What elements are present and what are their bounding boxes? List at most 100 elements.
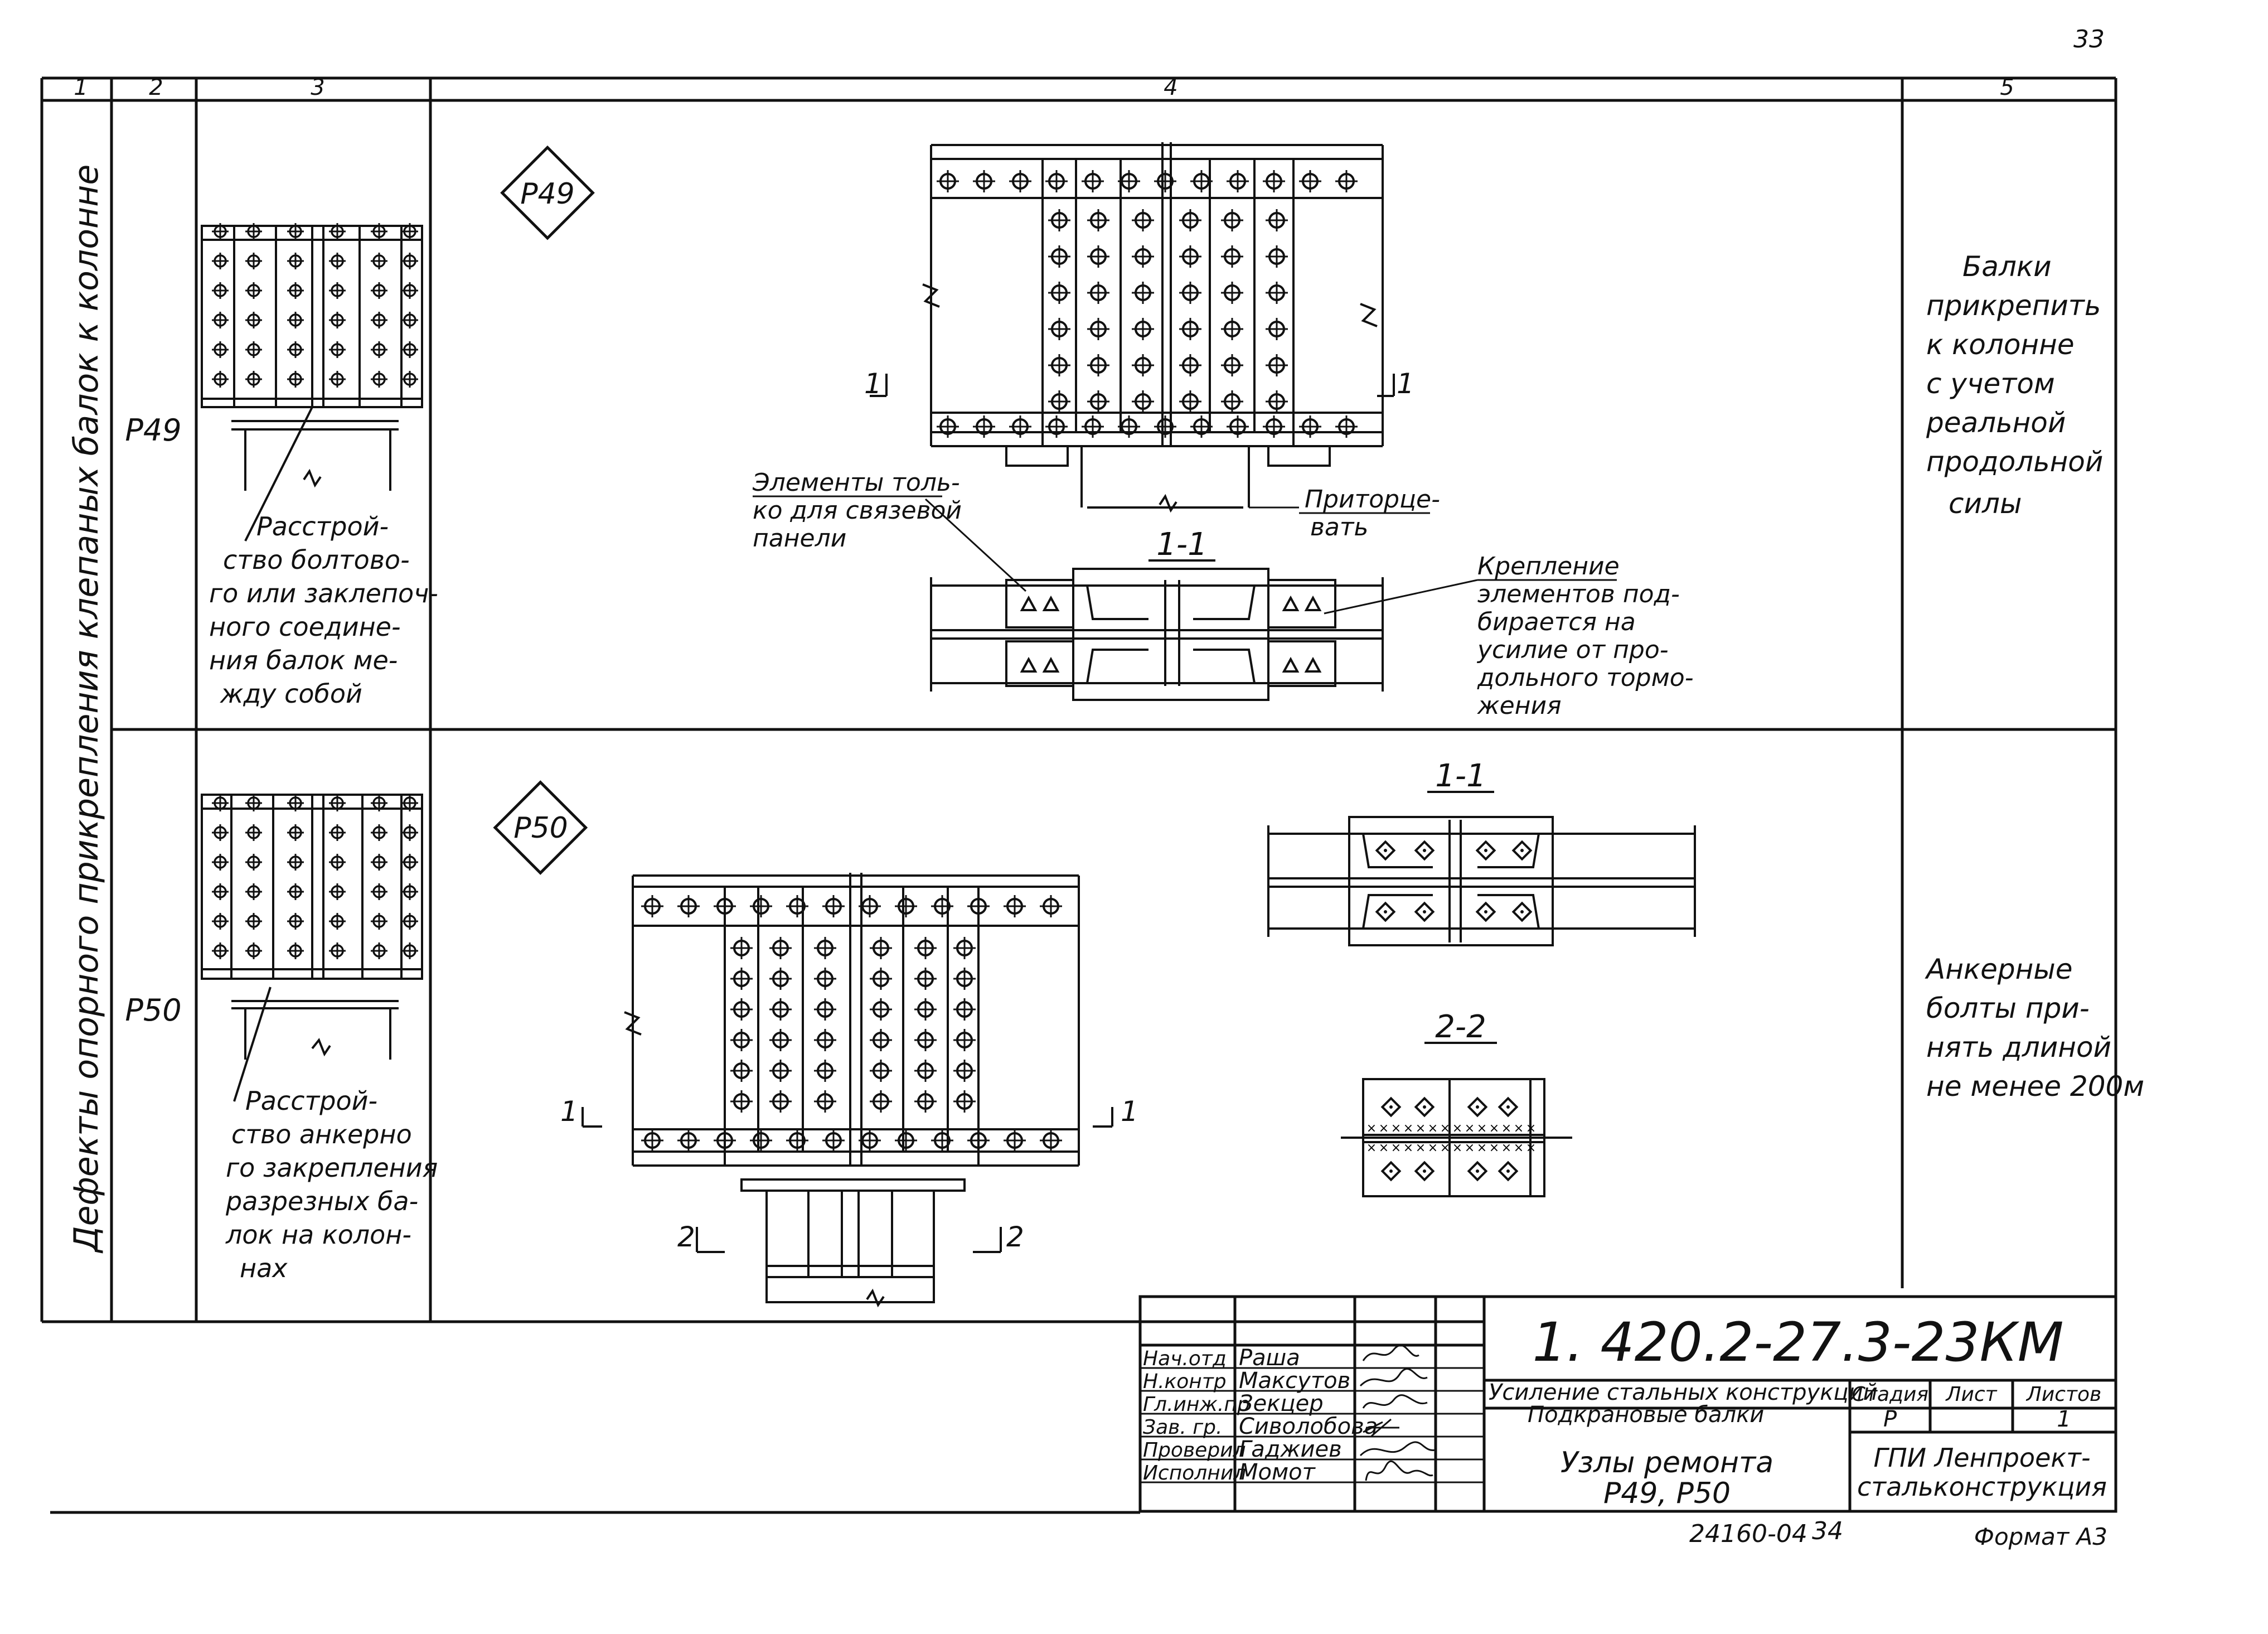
bolt-icon: [869, 1058, 893, 1083]
bolt-icon: [813, 1089, 837, 1114]
bolt-icon: [370, 823, 389, 842]
bolt-icon: [244, 941, 263, 960]
weld-mark: ×: [1501, 1141, 1511, 1155]
bolt-icon: [813, 997, 837, 1022]
fastener-icon: [1476, 902, 1496, 922]
bolt-icon: [729, 936, 754, 960]
svg-text:го или заклепоч-: го или заклепоч-: [209, 578, 438, 608]
bolt-icon: [768, 1089, 793, 1114]
bolt-icon: [400, 370, 419, 389]
bolt-icon: [370, 252, 389, 270]
bolt-icon: [1178, 244, 1203, 269]
bolt-icon: [244, 853, 263, 872]
bolt-icon: [244, 823, 263, 842]
svg-text:Анкерные: Анкерные: [1925, 953, 2073, 985]
handwritten-signatures: [1359, 1344, 1436, 1481]
bolt-icon: [1262, 169, 1286, 194]
section-p49: [930, 568, 1384, 701]
stage-value: Р: [1883, 1406, 1897, 1432]
bolt-icon: [1080, 169, 1105, 194]
bolt-icon: [1039, 1128, 1063, 1153]
bolt-icon: [328, 912, 347, 931]
section-label-p49: 1-1: [1156, 526, 1207, 563]
bolt-icon: [211, 823, 230, 842]
bolt-icon: [1220, 389, 1244, 414]
fastener-icon: [1476, 840, 1496, 860]
weld-mark: ×: [1391, 1121, 1401, 1135]
bolt-icon: [1086, 317, 1111, 341]
bolt-icon: [729, 1028, 754, 1052]
cut-mark-p50-2-right: 2: [1006, 1221, 1024, 1253]
svg-text:силы: силы: [1949, 487, 2022, 520]
weld-mark: ×: [1366, 1141, 1377, 1155]
svg-text:реальной: реальной: [1926, 407, 2066, 439]
weld-mark: ×: [1379, 1141, 1389, 1155]
svg-text:Р49, Р50: Р49, Р50: [1603, 1477, 1731, 1510]
bolt-icon: [286, 882, 305, 901]
svg-text:Подкрановые балки: Подкрановые балки: [1528, 1402, 1764, 1428]
fastener-icon: [1021, 658, 1036, 673]
title-block: [1138, 1295, 2117, 1513]
bolt-icon: [400, 853, 419, 872]
bolt-icon: [1086, 353, 1111, 378]
bolt-icon: [1153, 414, 1177, 439]
svg-text:жения: жения: [1477, 692, 1562, 720]
weld-mark: ×: [1465, 1141, 1475, 1155]
bolt-icon: [749, 894, 773, 918]
svg-text:жду собой: жду собой: [220, 679, 362, 709]
bolt-icon: [1131, 208, 1155, 233]
svg-text:стальконструкция: стальконструкция: [1857, 1472, 2107, 1502]
signature-roles: Нач.отд Н.контр Гл.инж.пр Зав. гр. Прове…: [1143, 1347, 1250, 1485]
bolt-icon: [328, 311, 347, 330]
bolt-icon: [1039, 894, 1063, 918]
column-number-1: 1: [74, 75, 88, 100]
bolt-icon: [894, 1128, 918, 1153]
weld-mark: ×: [1428, 1141, 1438, 1155]
bolt-icon: [370, 912, 389, 931]
svg-text:Крепление: Крепление: [1477, 552, 1620, 581]
bolt-icon: [1262, 414, 1286, 439]
weld-mark: ×: [1428, 1121, 1438, 1135]
bolt-icon: [211, 882, 230, 901]
bolt-icon: [768, 1028, 793, 1052]
svg-text:Расстрой-: Расстрой-: [245, 1086, 377, 1116]
bolt-icon: [1220, 244, 1244, 269]
svg-text:Узлы ремонта: Узлы ремонта: [1561, 1446, 1773, 1480]
remark-p50: Анкерные болты при- нять длиной не менее…: [1925, 953, 2144, 1103]
weld-mark: ×: [1452, 1121, 1462, 1135]
svg-text:бирается на: бирается на: [1477, 608, 1636, 636]
bolt-icon: [244, 912, 263, 931]
bolt-icon: [1153, 169, 1177, 194]
section-p50-22-marks: ××××××××××××××××××××××××××××: [1366, 1097, 1536, 1181]
bolt-icon: [729, 1058, 754, 1083]
bolt-icon: [328, 823, 347, 842]
svg-text:разрезных ба-: разрезных ба-: [225, 1186, 418, 1216]
fastener-icon: [1305, 658, 1321, 673]
bolt-icon: [913, 997, 938, 1022]
doc-code: 1. 420.2-27.3-23КМ: [1532, 1311, 2063, 1374]
bolt-icon: [869, 966, 893, 991]
bolt-icon: [913, 1058, 938, 1083]
weld-mark: ×: [1452, 1141, 1462, 1155]
bolt-icon: [1047, 244, 1072, 269]
fastener-icon: [1498, 1097, 1518, 1117]
page-number: 33: [2073, 25, 2105, 54]
bolt-icon: [813, 1058, 837, 1083]
bolt-icon: [821, 1128, 846, 1153]
bolt-icon: [286, 252, 305, 270]
bolt-icon: [1264, 208, 1289, 233]
svg-text:Р49: Р49: [520, 177, 575, 211]
row-code-p50: Р50: [125, 993, 181, 1028]
sheet-title: Узлы ремонта Р49, Р50: [1561, 1446, 1773, 1510]
bolt-icon: [244, 252, 263, 270]
bolt-icon: [1086, 244, 1111, 269]
bolt-icon: [640, 1128, 665, 1153]
svg-text:к колонне: к колонне: [1926, 328, 2075, 361]
bolt-icon: [729, 1089, 754, 1114]
column-headers: 1 2 3 4 5: [74, 75, 2014, 100]
bolt-icon: [1086, 281, 1111, 305]
bolt-icon: [370, 941, 389, 960]
bolt-icon: [211, 853, 230, 872]
fastener-icon: [1381, 1161, 1401, 1181]
section-label-p50-11: 1-1: [1435, 758, 1486, 794]
